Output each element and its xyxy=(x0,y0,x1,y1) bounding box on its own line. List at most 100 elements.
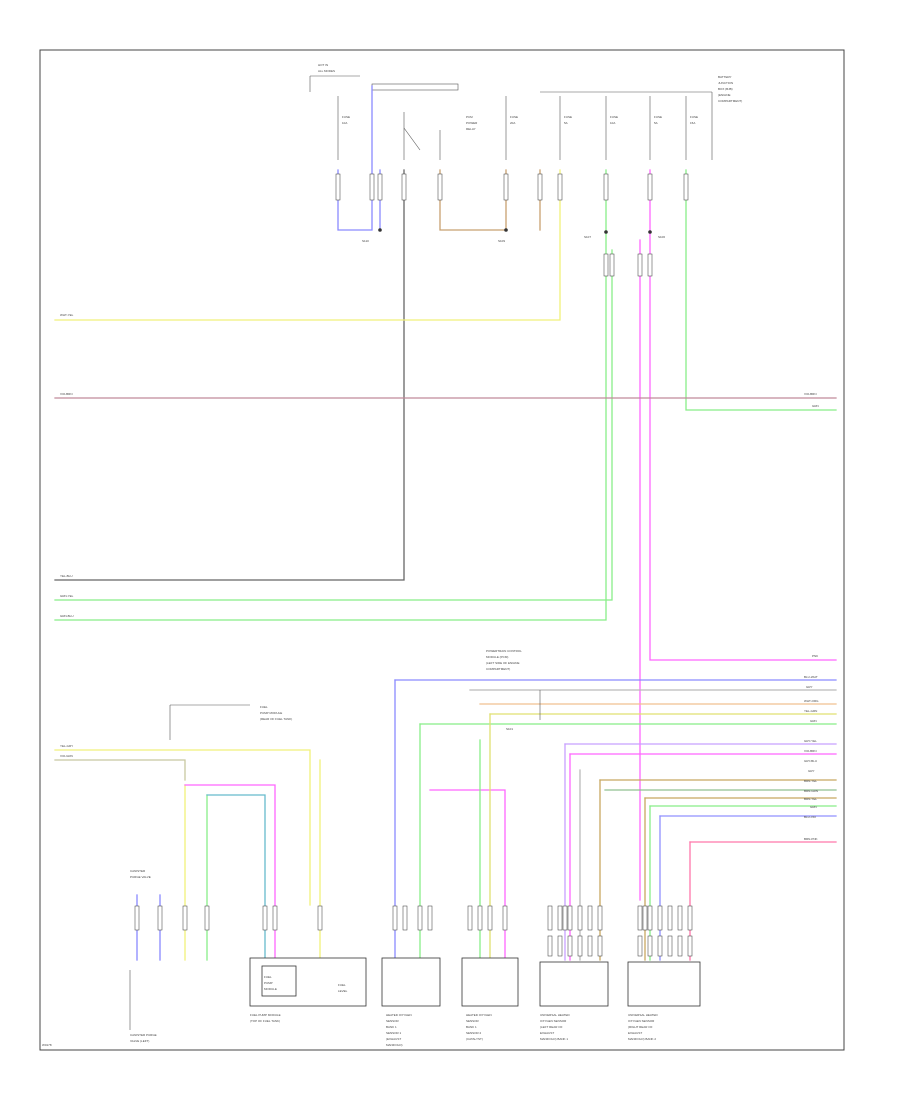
connector-bottom xyxy=(667,905,673,931)
connector-top xyxy=(683,173,689,201)
svg-text:5A: 5A xyxy=(654,121,658,125)
connector-mid xyxy=(637,253,643,277)
footer-code: W0178 xyxy=(42,1043,52,1047)
connector-bottom xyxy=(417,905,423,931)
svg-text:(CATALYST): (CATALYST) xyxy=(466,1037,483,1041)
connector-bottom-2 xyxy=(687,935,693,957)
connector-bottom-2 xyxy=(647,935,653,957)
connector-top xyxy=(437,173,443,201)
svg-text:(LEFT REAR OF: (LEFT REAR OF xyxy=(540,1025,563,1029)
svg-text:POWERTRAIN CONTROL: POWERTRAIN CONTROL xyxy=(486,649,522,653)
connector-bottom xyxy=(657,905,663,931)
component-wires xyxy=(136,679,691,961)
connector-top xyxy=(401,173,407,201)
svg-text:HEATED OXYGEN: HEATED OXYGEN xyxy=(466,1013,492,1017)
right-label-11: GRY xyxy=(808,769,814,773)
connector-bottom-2 xyxy=(677,935,683,957)
svg-text:FUSE: FUSE xyxy=(342,115,350,119)
right-label-12: BRN-YEL xyxy=(804,779,817,783)
svg-text:FUSE: FUSE xyxy=(690,115,698,119)
right-label-17: BRN-PNK xyxy=(804,837,818,841)
connector-bottom xyxy=(637,905,643,931)
svg-text:EXHAUST: EXHAUST xyxy=(628,1031,642,1035)
hot-label: HOT IN xyxy=(318,63,328,67)
power-feed: HOT IN ALL MODES BATTERY JUNCTION BOX (B… xyxy=(309,63,742,160)
left-label-3: GRN-YEL xyxy=(60,594,74,598)
right-label-13: BRN-GRN xyxy=(804,789,818,793)
connector-bottom xyxy=(157,905,163,931)
right-label-0: VIO-BRN xyxy=(804,392,817,396)
pcm-note: POWERTRAIN CONTROL MODULE (PCM) (LEFT SI… xyxy=(486,649,541,731)
connector-bottom xyxy=(402,905,408,931)
splice-s106: S106 xyxy=(658,235,665,239)
diagram-frame xyxy=(39,49,845,1051)
connector-bottom-2 xyxy=(657,935,663,957)
right-label-9: VIO-BRN xyxy=(804,749,817,753)
svg-text:10A: 10A xyxy=(342,121,347,125)
svg-text:SENSOR 2: SENSOR 2 xyxy=(466,1031,482,1035)
connector-top xyxy=(377,173,383,201)
connector-bottom-2 xyxy=(577,935,583,957)
right-label-1: GRN xyxy=(812,404,819,408)
connector-bottom xyxy=(687,905,693,931)
connector-bottom xyxy=(502,905,508,931)
connector-bottom-2 xyxy=(547,935,553,957)
fuel-note: FUEL PUMP MODULE (REAR OF FUEL TANK) xyxy=(169,704,292,740)
svg-text:CANISTER: CANISTER xyxy=(130,869,146,873)
svg-text:SENSOR: SENSOR xyxy=(466,1019,480,1023)
svg-text:ALL MODES: ALL MODES xyxy=(318,69,335,73)
svg-text:FUSE: FUSE xyxy=(564,115,572,119)
connector-bottom xyxy=(562,905,568,931)
svg-text:20A: 20A xyxy=(510,121,515,125)
svg-text:FUSE: FUSE xyxy=(610,115,618,119)
connector-bottom xyxy=(272,905,278,931)
connector-bottom xyxy=(487,905,493,931)
connector-mid xyxy=(647,253,653,277)
right-label-2: PNK xyxy=(812,654,818,658)
bjb-note: BATTERY xyxy=(718,75,732,79)
svg-text:(LEFT SIDE OF ENGINE: (LEFT SIDE OF ENGINE xyxy=(486,661,519,665)
splice-s109: S109 xyxy=(498,239,505,243)
left-label-1: VIO-BRN xyxy=(60,392,73,396)
left-label-6: VIO-GRN xyxy=(60,754,73,758)
connector-bottom xyxy=(567,905,573,931)
connector-bottom xyxy=(577,905,583,931)
connector-bottom xyxy=(597,905,603,931)
connector-bottom xyxy=(587,905,593,931)
connector-bottom xyxy=(392,905,398,931)
connector-bottom-2 xyxy=(637,935,643,957)
connector-bottom xyxy=(642,905,648,931)
svg-text:15A: 15A xyxy=(690,121,695,125)
svg-text:SENSOR: SENSOR xyxy=(386,1019,400,1023)
right-label-7: GRN xyxy=(810,719,817,723)
svg-text:UNIVERSAL HEATED: UNIVERSAL HEATED xyxy=(540,1013,571,1017)
connector-bottom-2 xyxy=(667,935,673,957)
connector-bottom xyxy=(182,905,188,931)
connector-bottom xyxy=(677,905,683,931)
right-label-16: BLU-VIO xyxy=(804,815,817,819)
svg-text:BOX (BJB): BOX (BJB) xyxy=(718,87,733,91)
left-wire-labels: WHT-YEL VIO-BRN YEL-BLU GRN-YEL GRN-BLU … xyxy=(60,313,74,758)
right-label-6: YEL-GRN xyxy=(804,709,817,713)
svg-text:MANIFOLD): MANIFOLD) xyxy=(386,1043,403,1047)
left-label-0: WHT-YEL xyxy=(60,313,74,317)
connector-bottom-2 xyxy=(587,935,593,957)
component-uho2s-bank2: UNIVERSAL HEATED OXYGEN SENSOR (RIGHT RE… xyxy=(627,961,701,1041)
connector-bottom-2 xyxy=(557,935,563,957)
connector-top xyxy=(603,173,609,201)
connector-top xyxy=(537,173,543,201)
svg-text:FUEL: FUEL xyxy=(338,983,346,987)
right-label-5: WHT-ORG xyxy=(804,699,819,703)
svg-text:MODULE (PCM): MODULE (PCM) xyxy=(486,655,508,659)
connectors xyxy=(134,173,693,957)
connector-bottom-2 xyxy=(597,935,603,957)
svg-text:PUMP: PUMP xyxy=(264,981,273,985)
right-label-15: GRN xyxy=(810,805,817,809)
right-label-10: GRY-BLU xyxy=(804,759,817,763)
svg-text:EXHAUST: EXHAUST xyxy=(540,1031,554,1035)
